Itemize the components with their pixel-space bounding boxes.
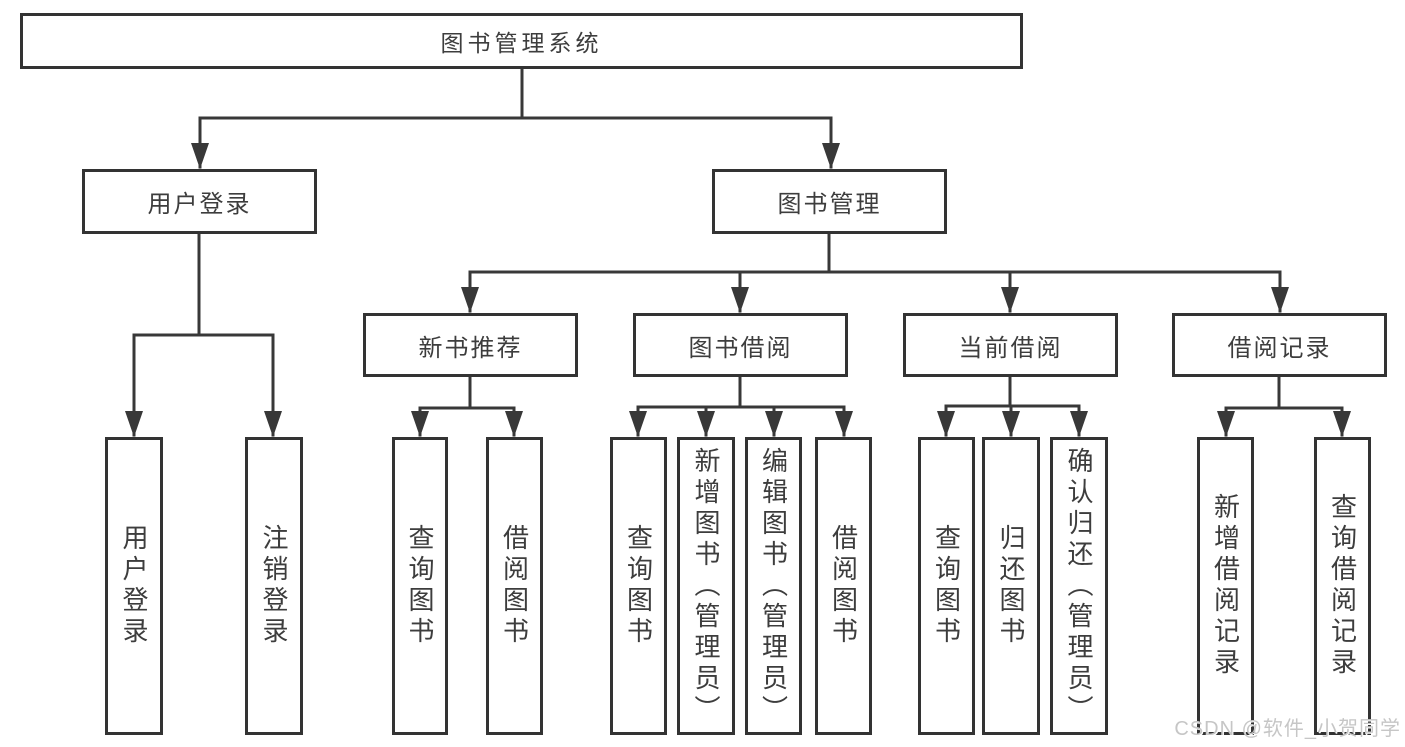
node-new-book-recommend: 新书推荐 <box>363 313 578 377</box>
leaf-query-books: 查询图书 <box>392 437 448 735</box>
leaf-borrow-books: 借阅图书 <box>815 437 872 735</box>
leaf-confirm-return-admin: 确认归还（管理员） <box>1050 437 1108 735</box>
leaf-add-borrow-record: 新增借阅记录 <box>1197 437 1254 735</box>
node-book-borrowing: 图书借阅 <box>633 313 848 377</box>
node-current-borrowing: 当前借阅 <box>903 313 1118 377</box>
watermark: CSDN @软件_小贺同学 <box>1174 718 1401 740</box>
leaf-return-books: 归还图书 <box>982 437 1040 735</box>
leaf-query-borrow-record: 查询借阅记录 <box>1314 437 1371 735</box>
leaf-add-books-admin: 新增图书（管理员） <box>677 437 735 735</box>
leaf-logout: 注销登录 <box>245 437 303 735</box>
node-root: 图书管理系统 <box>20 13 1023 69</box>
node-book-management: 图书管理 <box>712 169 947 234</box>
leaf-borrow-books: 借阅图书 <box>486 437 543 735</box>
leaf-query-books: 查询图书 <box>610 437 667 735</box>
leaf-query-books: 查询图书 <box>918 437 975 735</box>
node-borrowing-records: 借阅记录 <box>1172 313 1387 377</box>
node-user-login: 用户登录 <box>82 169 317 234</box>
leaf-user-login: 用户登录 <box>105 437 163 735</box>
leaf-edit-books-admin: 编辑图书（管理员） <box>745 437 802 735</box>
